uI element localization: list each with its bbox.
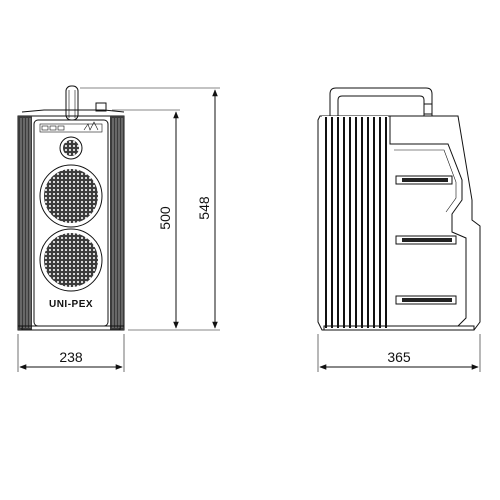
control-strip [39,121,103,133]
upper-speaker [39,164,103,228]
left-rib-strip [18,116,32,330]
right-rib-strip [110,116,124,330]
side-base [323,325,475,331]
front-view: UNI-PEX [17,85,125,331]
lower-speaker [39,228,103,292]
antenna [65,85,79,121]
body-height-label: 500 [157,206,173,230]
side-front-profile [389,116,467,327]
total-height-label: 548 [196,196,212,220]
side-vent-slats [395,175,457,305]
dimension-depth: 365 [319,349,479,370]
dimension-width: 238 [19,349,123,370]
front-extension-lines [17,87,220,372]
depth-label: 365 [387,349,411,365]
side-view [317,87,481,331]
dimension-total-height: 548 [196,89,218,329]
width-label: 238 [59,349,83,365]
brand-logo: UNI-PEX [49,299,93,310]
side-rib-stripes [322,116,388,328]
top-handle [21,109,125,113]
top-knob [95,102,107,112]
tweeter [59,136,83,160]
side-extension-lines [317,334,481,372]
front-base [21,325,121,331]
dimension-body-height: 500 [157,111,179,329]
side-body [317,115,481,331]
side-handle [329,87,433,116]
